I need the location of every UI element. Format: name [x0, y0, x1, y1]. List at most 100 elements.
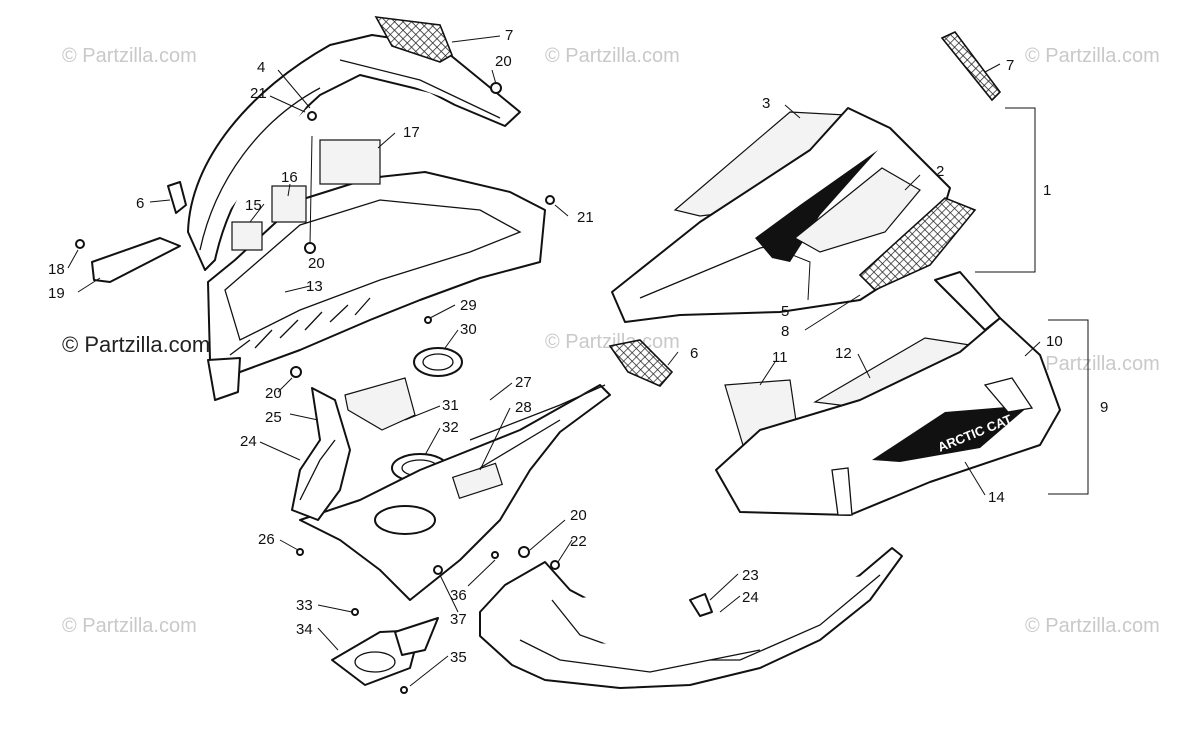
callout-9: 9	[1100, 399, 1108, 416]
callout-7-right: 7	[1006, 57, 1014, 74]
callout-31: 31	[442, 397, 459, 414]
clip-33	[351, 608, 359, 616]
callout-12: 12	[835, 345, 852, 362]
skid-inner	[519, 639, 761, 673]
callout-34: 34	[296, 621, 313, 638]
decal-28	[451, 462, 504, 500]
bracket-9	[1048, 319, 1089, 495]
leader-lines	[67, 35, 1089, 687]
leader-12	[857, 353, 871, 379]
leader-3	[784, 104, 801, 119]
leader-13	[284, 285, 311, 293]
callout-27: 27	[515, 374, 532, 391]
leader-31	[404, 405, 441, 421]
leader-6a	[149, 199, 171, 203]
leader-32	[424, 427, 441, 456]
clip-36	[491, 551, 499, 559]
decal-2	[793, 167, 921, 253]
leader-29	[429, 304, 456, 319]
callout-6-center: 6	[690, 345, 698, 362]
clip-left	[167, 181, 187, 214]
callout-8: 8	[781, 323, 789, 340]
grille-right-8	[858, 197, 977, 291]
side-panel-slot	[831, 467, 853, 516]
leader-37	[439, 574, 459, 613]
callout-11: 11	[772, 349, 788, 366]
callout-33: 33	[296, 597, 313, 614]
leader-27	[489, 382, 513, 401]
side-panel-top-bracket	[934, 271, 1001, 331]
watermark-bottom-left: © Partzilla.com	[62, 615, 197, 637]
leader-8	[804, 294, 861, 331]
belly-pan-nose	[207, 357, 241, 401]
callout-16: 16	[281, 169, 298, 186]
screw-22	[550, 560, 560, 570]
screw-37	[433, 565, 443, 575]
center-console-assembly	[291, 347, 611, 686]
nut-20-b	[304, 242, 316, 254]
leader-5	[779, 249, 811, 301]
leader-35	[409, 655, 449, 687]
hood-upper-edge	[199, 59, 501, 251]
leader-21b	[554, 204, 569, 217]
grille-center-6	[608, 339, 674, 387]
leader-4	[277, 69, 311, 109]
grille-upper-right	[940, 31, 1002, 102]
leader-25	[289, 413, 319, 421]
watermark-top-left: © Partzilla.com	[62, 45, 197, 67]
callout-10: 10	[1046, 333, 1063, 350]
callout-15: 15	[245, 197, 262, 214]
callout-19: 19	[48, 285, 65, 302]
callout-18: 18	[48, 261, 65, 278]
callout-36: 36	[450, 587, 467, 604]
callout-24-right: 24	[742, 589, 759, 606]
leader-34	[317, 627, 339, 651]
side-panel-right	[715, 317, 1061, 516]
nut-20-d	[518, 546, 530, 558]
belly-pan-inner	[224, 199, 522, 341]
callout-13: 13	[306, 278, 323, 295]
leader-10	[1024, 341, 1041, 357]
callout-21-b: 21	[577, 209, 594, 226]
leader-17	[377, 132, 396, 149]
decal-14	[872, 405, 1030, 462]
belly-pan-ribs	[229, 297, 371, 356]
callout-5: 5	[781, 303, 789, 320]
leader-28	[479, 407, 511, 471]
leader-24a	[259, 441, 301, 461]
callout-4: 4	[257, 59, 265, 76]
callout-32: 32	[442, 419, 459, 436]
leader-22	[557, 539, 573, 563]
callout-6-left: 6	[136, 195, 144, 212]
console-left-inner	[299, 439, 336, 501]
bracket-1	[975, 107, 1036, 273]
decal-5-stripe	[755, 150, 878, 262]
leader-15	[249, 203, 265, 223]
leader-6b	[667, 351, 679, 366]
screw-21-a	[307, 111, 317, 121]
watermark-bottom-right: © Partzilla.com	[1025, 615, 1160, 637]
leader-26	[279, 539, 299, 551]
fastener-23	[689, 593, 713, 617]
leader-16	[287, 183, 291, 197]
watermark-mid-right: © Partzilla.com	[1025, 353, 1160, 375]
leader-20a	[491, 69, 497, 85]
lower-cup-hole	[354, 651, 396, 673]
callout-30: 30	[460, 321, 477, 338]
callout-20-c: 20	[265, 385, 282, 402]
leader-20d	[529, 519, 566, 551]
leader-2	[904, 174, 921, 191]
callout-35: 35	[450, 649, 467, 666]
leader-30	[444, 329, 459, 349]
callout-23: 23	[742, 567, 759, 584]
callout-17: 17	[403, 124, 420, 141]
callout-14: 14	[988, 489, 1005, 506]
callout-3: 3	[762, 95, 770, 112]
callout-24-left: 24	[240, 433, 257, 450]
leader-20b	[309, 135, 313, 245]
callout-22: 22	[570, 533, 587, 550]
leader-7b	[984, 63, 1001, 73]
callout-20-d: 20	[570, 507, 587, 524]
clip-29	[424, 316, 432, 324]
